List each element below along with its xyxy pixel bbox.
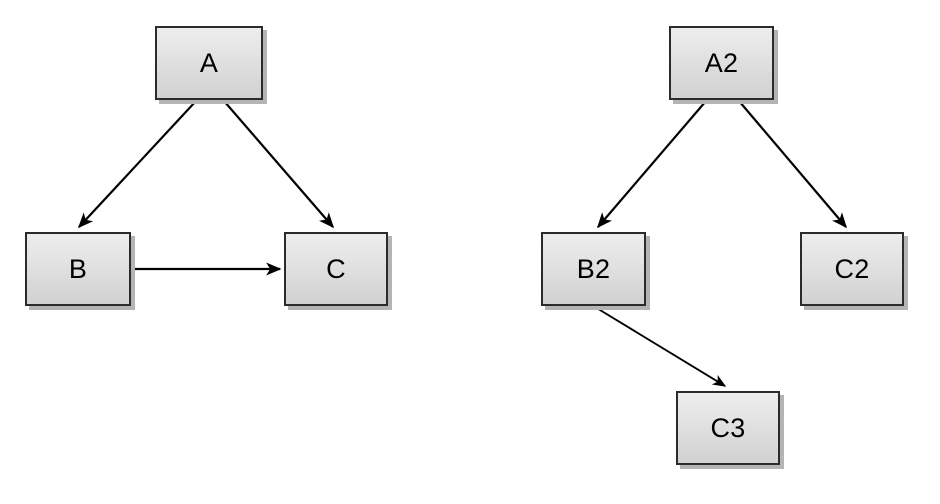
edge-B2-to-C3	[594, 306, 727, 387]
edge-A2-to-C2	[738, 100, 847, 229]
node-C2[interactable]: C2	[800, 232, 904, 306]
node-A-label: A	[199, 47, 219, 78]
node-C-label: C	[326, 253, 346, 284]
node-B2-label: B2	[576, 253, 611, 284]
node-B2[interactable]: B2	[541, 232, 646, 306]
node-C3[interactable]: C3	[676, 391, 780, 465]
node-A2-label: A2	[704, 47, 739, 78]
node-C3-label: C3	[710, 412, 746, 443]
edge-A2-to-B2	[596, 100, 707, 229]
node-C[interactable]: C	[284, 232, 388, 306]
node-A[interactable]: A	[155, 26, 263, 100]
node-B-label: B	[68, 253, 88, 284]
node-C2-label: C2	[834, 253, 870, 284]
edge-A-to-C	[223, 100, 335, 229]
node-A2[interactable]: A2	[669, 26, 774, 100]
edge-A-to-B	[77, 100, 197, 229]
node-B[interactable]: B	[25, 232, 131, 306]
